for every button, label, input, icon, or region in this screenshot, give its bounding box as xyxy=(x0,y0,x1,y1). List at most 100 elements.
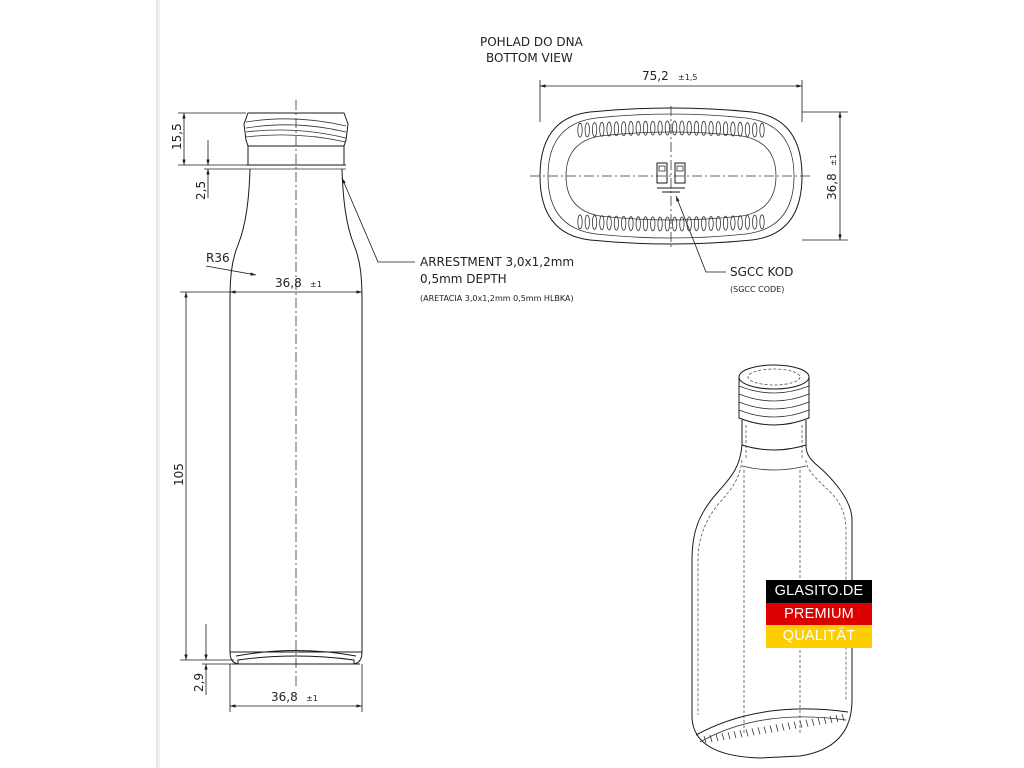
knurl-mark xyxy=(715,121,721,137)
dim-bottom-depth-tol: ±1 xyxy=(829,154,838,166)
knurl-mark xyxy=(829,715,833,724)
knurl-mark xyxy=(841,713,845,722)
knurl-mark xyxy=(672,120,678,136)
knurl-mark xyxy=(709,734,713,743)
knurl-mark xyxy=(775,724,779,732)
knurl-mark xyxy=(650,120,656,136)
dim-width-bottom-tol: ±1 xyxy=(306,694,318,703)
knurl-mark xyxy=(613,121,620,137)
knurl-mark xyxy=(599,215,605,231)
bottom-view-title-en: BOTTOM VIEW xyxy=(486,51,573,65)
left-margin xyxy=(0,0,158,768)
dim-width-top: 36,8 xyxy=(275,276,302,290)
knurl-mark xyxy=(811,718,815,726)
perspective-knurling xyxy=(703,713,845,744)
knurl-mark xyxy=(715,215,721,231)
knurl-mark xyxy=(715,733,719,742)
knurl-mark xyxy=(599,121,605,137)
knurl-mark xyxy=(657,120,663,136)
knurl-mark xyxy=(769,725,773,733)
knurl-mark xyxy=(739,730,743,738)
knurl-mark xyxy=(745,729,749,737)
dim-neck-height: 15,5 xyxy=(170,123,184,150)
knurl-mark xyxy=(727,732,731,740)
knurl-mark xyxy=(763,726,767,734)
dim-bottom-width: 75,2 xyxy=(642,69,669,83)
arrestment-sk: (ARETACIA 3,0x1,2mm 0,5mm HLBKA) xyxy=(420,294,574,303)
knurl-mark xyxy=(606,121,612,137)
knurling-bottom xyxy=(577,214,765,232)
knurl-mark xyxy=(628,121,634,136)
knurl-mark xyxy=(657,216,663,232)
dim-radius: R36 xyxy=(206,251,230,265)
knurl-mark xyxy=(703,735,707,744)
glasito-badge: GLASITO.DE PREMIUM QUALITÄT xyxy=(766,580,872,648)
dim-width-top-tol: ±1 xyxy=(310,280,322,289)
knurl-mark xyxy=(708,216,714,231)
knurl-mark xyxy=(817,717,821,725)
knurl-mark xyxy=(701,120,707,136)
knurl-mark xyxy=(679,120,685,136)
page-edge xyxy=(156,0,160,768)
knurl-mark xyxy=(793,721,797,729)
dim-bottom-depth: 36,8 xyxy=(825,173,839,200)
badge-line2: PREMIUM xyxy=(766,602,872,626)
knurl-mark xyxy=(752,214,758,230)
knurl-mark xyxy=(823,716,827,724)
knurl-mark xyxy=(679,216,685,232)
badge-line3: QUALITÄT xyxy=(766,625,872,648)
knurl-mark xyxy=(799,720,803,728)
bottom-outline xyxy=(539,107,803,245)
perspective-view xyxy=(691,364,853,759)
sgcc-label: SGCC KOD xyxy=(730,265,793,279)
knurl-mark xyxy=(577,214,583,230)
knurl-mark xyxy=(737,121,743,137)
knurl-mark xyxy=(650,216,656,232)
knurl-mark xyxy=(751,728,755,736)
knurl-mark xyxy=(577,122,583,138)
knurl-mark xyxy=(805,719,809,727)
bottle-outline xyxy=(229,168,363,665)
knurl-mark xyxy=(642,120,649,136)
arrestment-line1: ARRESTMENT 3,0x1,2mm xyxy=(420,255,574,269)
knurl-mark xyxy=(701,216,707,232)
knurl-mark xyxy=(722,121,729,137)
dim-width-bottom: 36,8 xyxy=(271,690,298,704)
knurl-mark xyxy=(635,216,641,232)
knurl-mark xyxy=(672,216,678,232)
knurl-mark xyxy=(591,122,598,137)
knurl-mark xyxy=(613,215,620,231)
knurl-mark xyxy=(781,723,785,731)
knurl-mark xyxy=(642,216,649,232)
dim-neck-ring: 2,5 xyxy=(194,181,208,200)
knurl-mark xyxy=(664,216,670,232)
knurl-mark xyxy=(621,215,627,231)
knurl-mark xyxy=(584,214,590,230)
knurl-mark xyxy=(744,122,751,137)
knurling-top xyxy=(577,120,765,138)
knurl-mark xyxy=(737,215,743,231)
knurl-mark xyxy=(835,714,839,723)
knurl-mark xyxy=(730,215,736,231)
sgcc-code-mark xyxy=(656,162,686,193)
knurl-mark xyxy=(621,121,627,137)
knurl-mark xyxy=(708,121,714,136)
knurl-mark xyxy=(628,216,634,231)
knurl-mark xyxy=(757,727,761,735)
knurl-mark xyxy=(664,120,670,136)
knurl-mark xyxy=(730,121,736,137)
badge-line1: GLASITO.DE xyxy=(766,580,872,603)
knurl-mark xyxy=(744,215,751,230)
bottom-view-title-cz: POHLAD DO DNA xyxy=(480,35,584,49)
arrestment-note: ARRESTMENT 3,0x1,2mm 0,5mm DEPTH (ARETAC… xyxy=(420,255,574,303)
knurl-mark xyxy=(693,216,700,232)
knurl-mark xyxy=(686,120,692,136)
knurl-mark xyxy=(591,215,598,230)
knurl-mark xyxy=(759,214,765,230)
thread-finish xyxy=(243,112,349,170)
knurl-mark xyxy=(733,731,737,739)
flask-outline xyxy=(691,444,853,759)
knurl-mark xyxy=(752,122,758,138)
knurl-mark xyxy=(759,122,765,138)
